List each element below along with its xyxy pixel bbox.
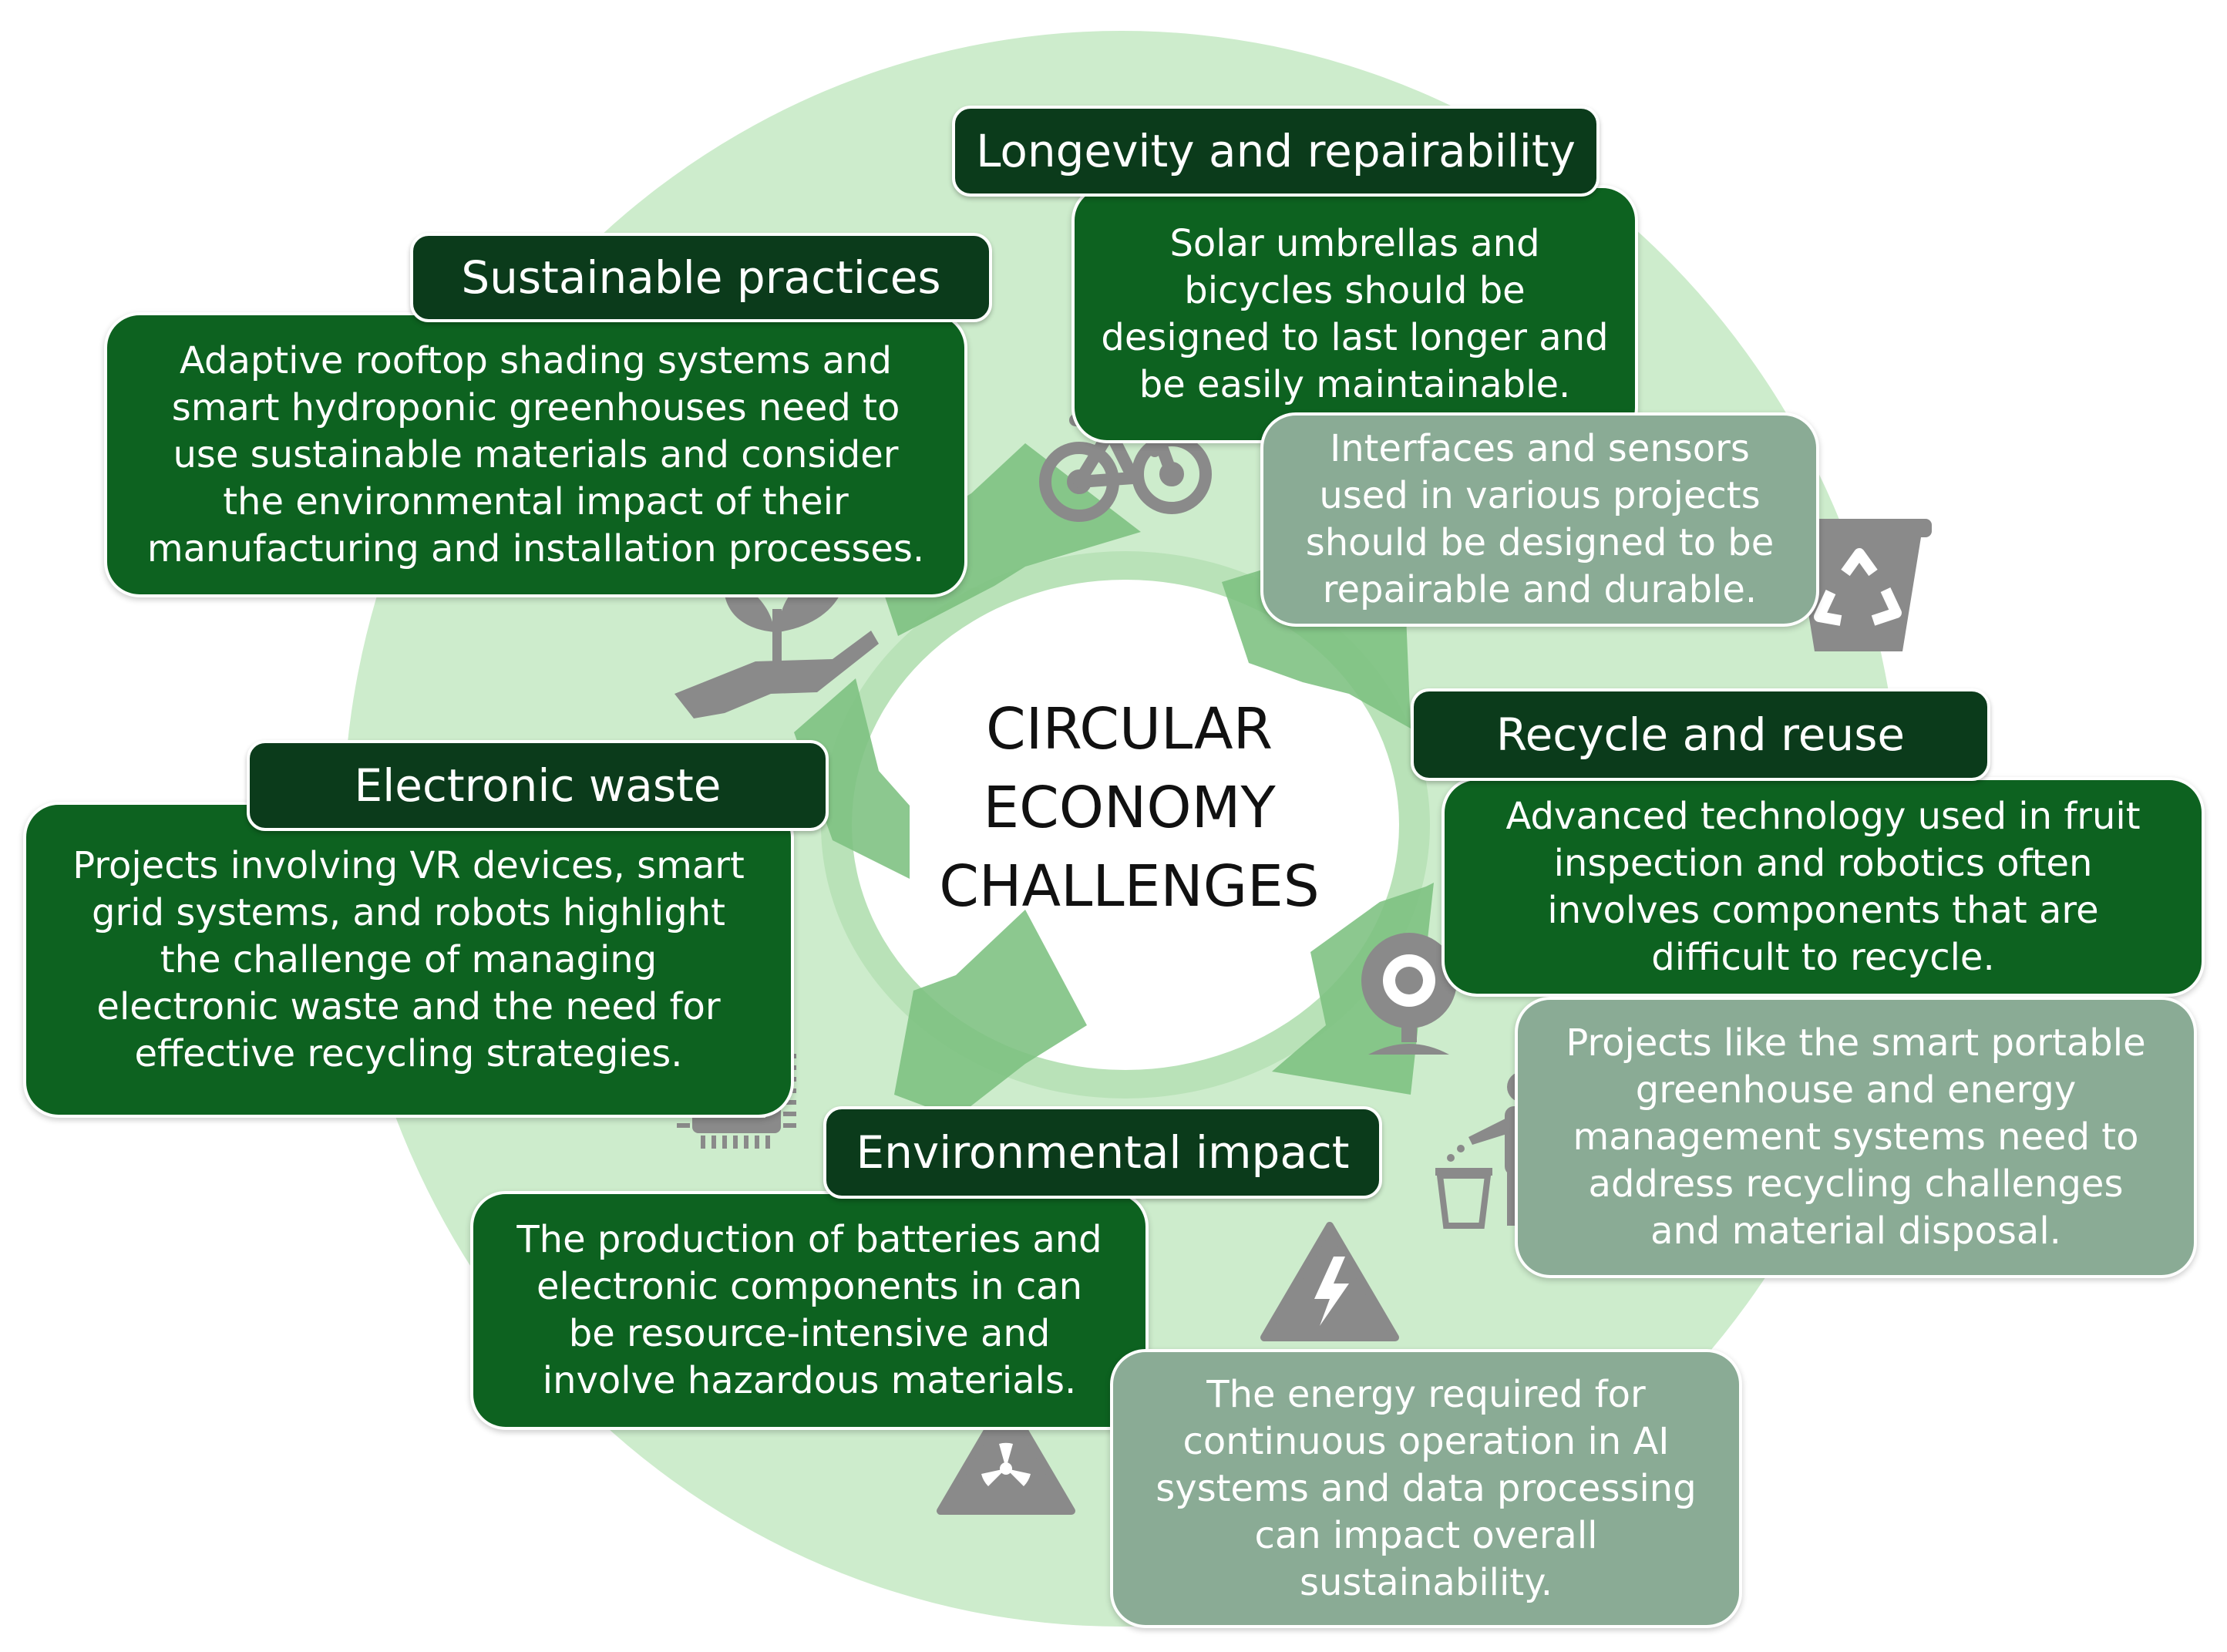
text-line: Adaptive rooftop shading systems and bbox=[180, 338, 892, 382]
environment-box-1: The production of batteries and electron… bbox=[470, 1191, 1149, 1430]
text-line: effective recycling strategies. bbox=[134, 1031, 683, 1075]
radiation-warning-icon bbox=[937, 1395, 1075, 1515]
text-line: repairable and durable. bbox=[1322, 568, 1758, 611]
text-line: electronic components in can bbox=[536, 1265, 1083, 1308]
environment-box-2-text: The energy required for continuous opera… bbox=[1156, 1371, 1696, 1607]
recycle-box-2: Projects like the smart portable greenho… bbox=[1515, 997, 2197, 1278]
text-line: grid systems, and robots highlight bbox=[92, 890, 725, 934]
webcam-icon bbox=[1361, 933, 1457, 1055]
environment-box-1-text: The production of batteries and electron… bbox=[516, 1216, 1102, 1405]
center-label-line-3: CHALLENGES bbox=[939, 853, 1320, 920]
recycle-box-1-text: Advanced technology used in fruit inspec… bbox=[1505, 793, 2140, 981]
text-line: sustainability. bbox=[1300, 1560, 1553, 1604]
text-line: Projects like the smart portable bbox=[1566, 1021, 2146, 1065]
text-line: bicycles should be bbox=[1184, 268, 1526, 312]
text-line: can impact overall bbox=[1254, 1513, 1598, 1557]
text-line: involves components that are bbox=[1547, 888, 2099, 932]
text-line: involve hazardous materials. bbox=[542, 1359, 1077, 1402]
environment-box-2: The energy required for continuous opera… bbox=[1110, 1349, 1742, 1628]
longevity-box-1-text: Solar umbrellas and bicycles should be d… bbox=[1101, 220, 1608, 409]
text-line: Interfaces and sensors bbox=[1330, 427, 1750, 470]
longevity-box-2: Interfaces and sensors used in various p… bbox=[1260, 412, 1819, 627]
arrow-bottom bbox=[894, 910, 1087, 1118]
text-line: used in various projects bbox=[1319, 474, 1761, 517]
text-line: and material disposal. bbox=[1650, 1210, 2061, 1253]
recycle-bin-icon bbox=[1785, 519, 1932, 651]
text-line: smart hydroponic greenhouses need to bbox=[171, 385, 900, 429]
text-line: The energy required for bbox=[1206, 1372, 1646, 1416]
recycle-title: Recycle and reuse bbox=[1411, 688, 1990, 781]
text-line: address recycling challenges bbox=[1588, 1162, 2124, 1206]
recycle-box-1: Advanced technology used in fruit inspec… bbox=[1441, 777, 2205, 997]
text-line: inspection and robotics often bbox=[1553, 841, 2093, 885]
text-line: continuous operation in AI bbox=[1182, 1419, 1670, 1463]
text-line: should be designed to be bbox=[1305, 521, 1775, 564]
longevity-box-1: Solar umbrellas and bicycles should be d… bbox=[1071, 185, 1638, 443]
text-line: designed to last longer and bbox=[1101, 315, 1609, 359]
text-line: electronic waste and the need for bbox=[96, 984, 721, 1028]
text-line: be easily maintainable. bbox=[1139, 362, 1571, 406]
text-line: greenhouse and energy bbox=[1635, 1068, 2077, 1112]
environment-title: Environmental impact bbox=[823, 1106, 1382, 1199]
text-line: the environmental impact of their bbox=[223, 479, 849, 523]
ewaste-box-1: Projects involving VR devices, smart gri… bbox=[23, 802, 794, 1118]
text-line: the challenge of managing bbox=[160, 937, 658, 981]
center-label: CIRCULAR ECONOMY CHALLENGES bbox=[875, 690, 1384, 926]
sustainable-box-1: Adaptive rooftop shading systems and sma… bbox=[104, 312, 967, 597]
text-line: Projects involving VR devices, smart bbox=[72, 843, 745, 887]
ewaste-box-1-text: Projects involving VR devices, smart gri… bbox=[72, 843, 745, 1078]
ewaste-title: Electronic waste bbox=[247, 740, 829, 831]
text-line: management systems need to bbox=[1573, 1115, 2139, 1159]
text-line: Solar umbrellas and bbox=[1169, 221, 1540, 265]
longevity-title: Longevity and repairability bbox=[952, 106, 1600, 197]
center-label-line-1: CIRCULAR bbox=[985, 696, 1273, 762]
recycle-box-2-text: Projects like the smart portable greenho… bbox=[1566, 1020, 2145, 1255]
text-line: manufacturing and installation processes… bbox=[146, 527, 925, 570]
center-label-line-2: ECONOMY bbox=[983, 775, 1276, 841]
text-line: systems and data processing bbox=[1156, 1466, 1697, 1510]
longevity-box-2-text: Interfaces and sensors used in various p… bbox=[1306, 426, 1774, 614]
arrow-left bbox=[794, 678, 910, 879]
text-line: The production of batteries and bbox=[516, 1218, 1102, 1261]
text-line: difficult to recycle. bbox=[1651, 935, 1995, 979]
text-line: use sustainable materials and consider bbox=[173, 432, 899, 476]
text-line: be resource-intensive and bbox=[568, 1312, 1051, 1355]
sustainable-title: Sustainable practices bbox=[410, 233, 992, 322]
high-voltage-warning-icon bbox=[1260, 1222, 1399, 1341]
sustainable-box-1-text: Adaptive rooftop shading systems and sma… bbox=[147, 338, 924, 573]
text-line: Advanced technology used in fruit bbox=[1505, 794, 2141, 838]
